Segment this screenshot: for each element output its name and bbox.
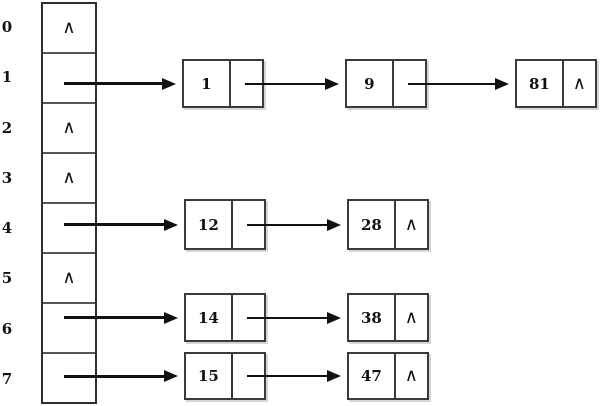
bucket-index-label: 2 [1, 118, 13, 137]
null-pointer-icon: ∧ [404, 213, 418, 235]
list-node: 38 ∧ [347, 293, 429, 342]
bucket-cell: ∧ [43, 252, 95, 302]
null-pointer-icon: ∧ [62, 17, 76, 38]
arrow-line [247, 375, 329, 377]
list-node: 47 ∧ [347, 352, 429, 400]
arrow-line [64, 316, 166, 319]
bucket-cell: ∧ [43, 102, 95, 152]
bucket-index-label: 6 [1, 319, 13, 338]
node-value: 38 [349, 295, 396, 340]
list-node: 1 [182, 59, 264, 108]
node-value: 81 [517, 61, 564, 106]
node-pointer: ∧ [396, 354, 427, 398]
list-node: 81 ∧ [515, 59, 597, 108]
bucket-index-label: 1 [1, 68, 13, 87]
null-pointer-icon: ∧ [62, 267, 76, 288]
arrow-head-icon [327, 218, 341, 231]
null-pointer-icon: ∧ [404, 306, 418, 328]
bucket-cell [43, 302, 95, 352]
node-pointer: ∧ [564, 61, 595, 106]
bucket-cell [43, 52, 95, 102]
bucket-cell: ∧ [43, 152, 95, 202]
null-pointer-icon: ∧ [62, 167, 76, 188]
arrow-line [245, 82, 327, 85]
arrow-head-icon [164, 370, 178, 382]
arrow-head-icon [162, 77, 176, 90]
node-pointer: ∧ [396, 295, 427, 340]
bucket-cell: ∧ [43, 4, 95, 52]
null-pointer-icon: ∧ [404, 365, 418, 386]
bucket-cell [43, 352, 95, 402]
bucket-index-label: 4 [1, 219, 13, 237]
arrow-head-icon [327, 311, 341, 324]
node-value: 14 [186, 295, 233, 340]
node-value: 28 [349, 201, 396, 248]
bucket-index-label: 5 [1, 269, 13, 288]
node-pointer: ∧ [396, 201, 427, 248]
null-pointer-icon: ∧ [62, 117, 76, 138]
arrow-head-icon [325, 77, 339, 90]
arrow-line [64, 82, 164, 85]
list-node: 28 ∧ [347, 199, 429, 250]
node-value: 1 [184, 61, 231, 106]
bucket-index-label: 7 [1, 369, 13, 388]
null-pointer-icon: ∧ [572, 72, 586, 94]
bucket-index-label: 3 [1, 168, 13, 187]
bucket-array: ∧ ∧ ∧ ∧ [41, 2, 97, 404]
arrow-head-icon [327, 370, 341, 382]
bucket-index-label: 0 [1, 18, 13, 36]
node-value: 9 [347, 61, 394, 106]
arrow-head-icon [164, 218, 178, 231]
arrow-head-icon [495, 77, 509, 90]
arrow-line [247, 223, 329, 226]
arrow-line [408, 82, 497, 85]
bucket-cell [43, 202, 95, 252]
arrow-line [64, 374, 166, 378]
node-value: 12 [186, 201, 233, 248]
arrow-line [247, 316, 329, 319]
node-value: 15 [186, 354, 233, 398]
arrow-line [64, 223, 166, 226]
arrow-head-icon [164, 311, 178, 324]
node-value: 47 [349, 354, 396, 398]
